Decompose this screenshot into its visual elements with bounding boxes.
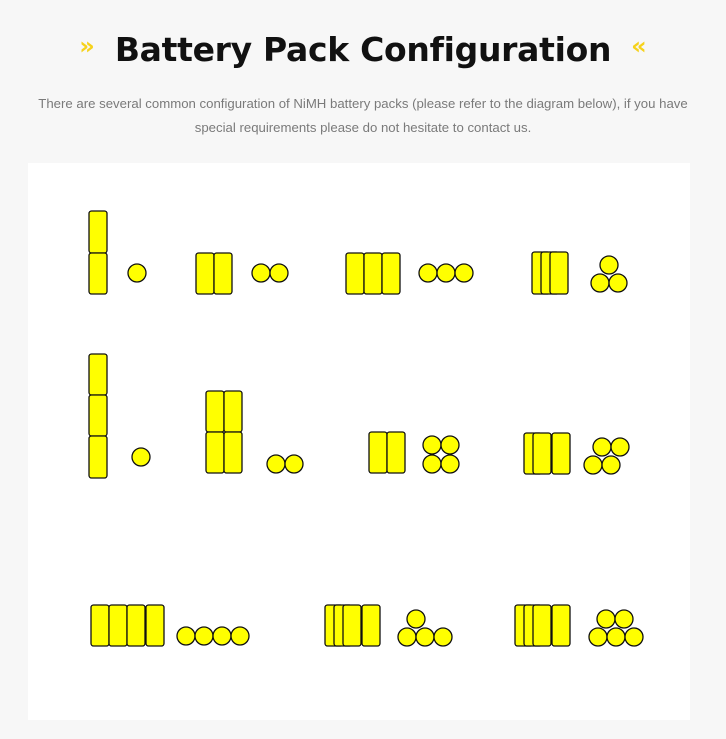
- battery-cell-end: [176, 626, 196, 646]
- intro-line-1: There are several common configuration o…: [38, 96, 688, 111]
- battery-cell-side: [532, 432, 552, 475]
- battery-cell-side: [88, 435, 108, 479]
- configuration-diagram-panel: [28, 163, 690, 720]
- battery-cell-side: [223, 390, 243, 433]
- battery-cell-side: [549, 251, 569, 295]
- battery-cell-end: [127, 263, 147, 283]
- configuration-diagram: [88, 210, 644, 647]
- config-4-cell-square: [368, 431, 460, 474]
- battery-cell-end: [212, 626, 232, 646]
- battery-cell-side: [205, 431, 225, 474]
- battery-cell-side: [223, 431, 243, 474]
- battery-cell-end: [433, 627, 453, 647]
- battery-cell-side: [195, 252, 215, 295]
- config-3-cell-row: [345, 252, 474, 295]
- section-heading: » Battery Pack Configuration «: [0, 26, 726, 72]
- battery-cell-end: [588, 627, 608, 647]
- battery-cell-side: [213, 252, 233, 295]
- battery-cell-end: [406, 609, 426, 629]
- double-chevron-left-icon: «: [631, 32, 647, 60]
- battery-cell-side: [205, 390, 225, 433]
- battery-cell-end: [251, 263, 271, 283]
- battery-cell-end: [266, 454, 286, 474]
- battery-cell-side: [368, 431, 388, 474]
- battery-cell-end: [599, 255, 619, 275]
- battery-cell-side: [342, 604, 362, 647]
- battery-cell-end: [440, 435, 460, 455]
- battery-cell-side: [126, 604, 146, 647]
- battery-cell-end: [601, 455, 621, 475]
- battery-cell-end: [269, 263, 289, 283]
- page-title: Battery Pack Configuration: [114, 29, 612, 69]
- battery-cell-side: [345, 252, 365, 295]
- battery-cell-end: [397, 627, 417, 647]
- battery-cell-end: [440, 454, 460, 474]
- battery-cell-end: [590, 273, 610, 293]
- battery-cell-end: [415, 627, 435, 647]
- battery-cell-side: [108, 604, 128, 647]
- battery-cell-side: [532, 604, 552, 647]
- battery-cell-side: [551, 432, 571, 475]
- battery-cell-end: [606, 627, 626, 647]
- config-4-cell-row: [90, 604, 250, 647]
- config-4-cell-2x2-stacked: [205, 390, 304, 474]
- battery-cell-end: [624, 627, 644, 647]
- battery-cell-end: [436, 263, 456, 283]
- intro-text: There are several common configuration o…: [0, 92, 726, 140]
- battery-cell-end: [610, 437, 630, 457]
- config-5-cell-nested: [523, 432, 630, 475]
- battery-cell-side: [88, 394, 108, 437]
- battery-cell-end: [608, 273, 628, 293]
- battery-cell-side: [88, 210, 108, 254]
- battery-cell-end: [596, 609, 616, 629]
- battery-cell-side: [381, 252, 401, 295]
- config-3-cell-triangle: [531, 251, 628, 295]
- config-3-cell-stacked-3: [88, 353, 151, 479]
- config-2-cell-row: [195, 252, 289, 295]
- battery-cell-end: [422, 435, 442, 455]
- battery-cell-end: [592, 437, 612, 457]
- battery-cell-end: [614, 609, 634, 629]
- battery-cell-side: [361, 604, 381, 647]
- config-1-cell-stacked-2: [88, 210, 147, 295]
- battery-cell-end: [131, 447, 151, 467]
- battery-cell-end: [583, 455, 603, 475]
- config-4-cell-triangle: [324, 604, 453, 647]
- battery-cell-side: [363, 252, 383, 295]
- battery-cell-side: [145, 604, 165, 647]
- battery-cell-side: [88, 252, 108, 295]
- battery-cell-end: [194, 626, 214, 646]
- config-5-cell-pyramid: [514, 604, 644, 647]
- double-chevron-right-icon: »: [79, 32, 95, 60]
- battery-cell-end: [418, 263, 438, 283]
- battery-cell-end: [454, 263, 474, 283]
- battery-cell-side: [551, 604, 571, 647]
- battery-cell-side: [386, 431, 406, 474]
- battery-cell-side: [90, 604, 110, 647]
- battery-cell-end: [284, 454, 304, 474]
- battery-cell-end: [230, 626, 250, 646]
- battery-cell-side: [88, 353, 108, 396]
- intro-line-2: special requirements please do not hesit…: [194, 120, 532, 135]
- battery-cell-end: [422, 454, 442, 474]
